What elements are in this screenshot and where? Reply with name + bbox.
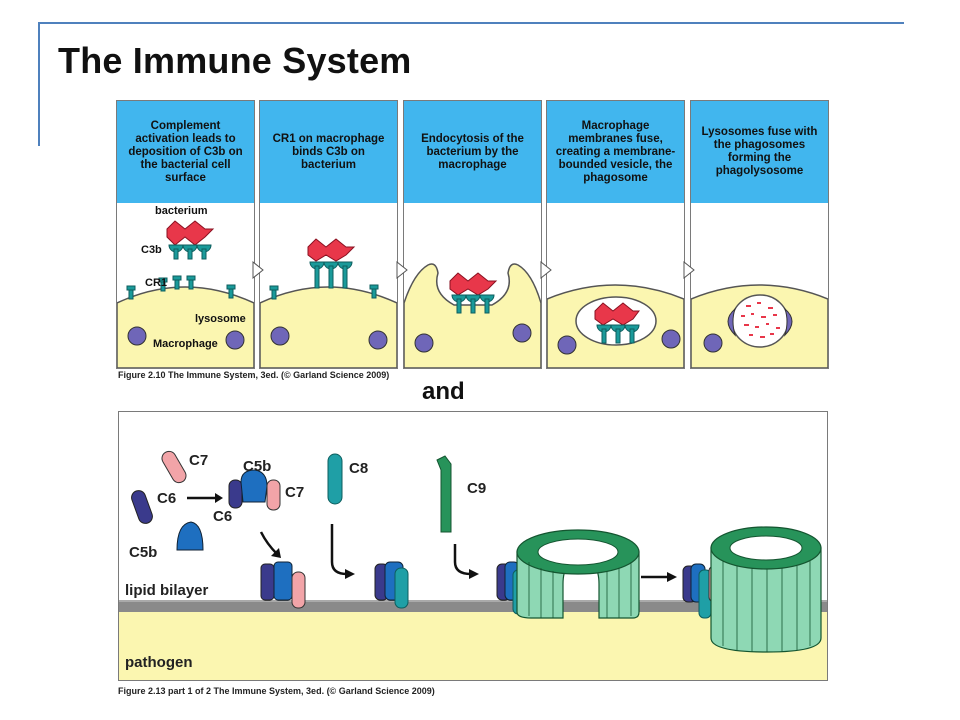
label-c6-free: C6 bbox=[157, 490, 177, 507]
lysosome-dot bbox=[703, 333, 723, 353]
bacterium-shape bbox=[449, 272, 498, 296]
panel-3-heading: Endocytosis of the bacterium by the macr… bbox=[421, 132, 524, 171]
fusing-lysosome-right bbox=[783, 307, 793, 337]
slide-title: The Immune System bbox=[58, 40, 412, 81]
c6-complex bbox=[228, 479, 243, 509]
bacterium-shape bbox=[307, 238, 356, 262]
degraded-bacterium-fragments bbox=[741, 302, 780, 338]
label-c5b-complex: C5b bbox=[243, 458, 272, 475]
panel-4-drawing bbox=[547, 284, 684, 368]
panel-2-drawing bbox=[260, 238, 397, 368]
panel-4: Macrophage membranes fuse, creating a me… bbox=[546, 100, 685, 369]
lysosome-dot bbox=[368, 330, 388, 350]
label-c7-free: C7 bbox=[189, 452, 209, 469]
c6-membrane bbox=[260, 563, 275, 601]
label-macrophage: Macrophage bbox=[153, 338, 218, 350]
c7-complex bbox=[266, 479, 281, 511]
partial-pore-stripes bbox=[528, 562, 632, 618]
panel-5: Lysosomes fuse with the phagosomes formi… bbox=[690, 100, 829, 369]
bacterium-shape bbox=[166, 220, 215, 246]
arrow-head bbox=[667, 572, 677, 582]
c5b-free bbox=[176, 521, 204, 551]
lysosome-dot bbox=[512, 323, 532, 343]
c3b-cr1-complex bbox=[309, 261, 353, 289]
fusing-lysosome-left bbox=[727, 307, 737, 337]
arrow-head bbox=[469, 569, 479, 579]
panel-2-heading: CR1 on macrophage binds C3b on bacterium bbox=[272, 132, 385, 171]
label-bacterium: bacterium bbox=[155, 205, 208, 217]
label-c8: C8 bbox=[349, 460, 369, 477]
decorative-top-rule bbox=[38, 22, 904, 24]
lysosome-dot bbox=[270, 326, 290, 346]
c7-membrane bbox=[291, 571, 306, 609]
panel-1: Complement activation leads to depositio… bbox=[116, 100, 255, 369]
arrow-head bbox=[271, 548, 281, 558]
bacterium-shape bbox=[594, 302, 640, 326]
c6-free bbox=[131, 490, 153, 524]
label-lysosome: lysosome bbox=[195, 313, 246, 325]
lysosome-dot bbox=[661, 329, 681, 349]
c9-free bbox=[436, 455, 452, 533]
panel-arrow-2 bbox=[396, 260, 408, 280]
figure-top-caption: Figure 2.10 The Immune System, 3ed. (© G… bbox=[118, 370, 390, 380]
panel-4-heading: Macrophage membranes fuse, creating a me… bbox=[555, 119, 676, 184]
macrophage-cell bbox=[117, 286, 254, 368]
panel-2: CR1 on macrophage binds C3b on bacterium bbox=[259, 100, 398, 369]
engulfing-macrophage bbox=[404, 263, 541, 368]
c8-free bbox=[327, 453, 343, 505]
panel-2-heading-box: CR1 on macrophage binds C3b on bacterium bbox=[260, 101, 397, 203]
lysosome-dot bbox=[414, 333, 434, 353]
label-c6-complex: C6 bbox=[213, 508, 233, 525]
c7-free bbox=[161, 450, 187, 484]
c5b-membrane bbox=[273, 561, 293, 601]
panel-5-heading: Lysosomes fuse with the phagosomes formi… bbox=[701, 126, 818, 177]
label-lipid-bilayer: lipid bilayer bbox=[125, 582, 209, 599]
c3b-cr1-complex bbox=[451, 294, 495, 314]
label-c9: C9 bbox=[467, 480, 487, 497]
arrow-head bbox=[345, 569, 355, 579]
pathogen-interior bbox=[119, 610, 827, 680]
lipid-bilayer-membrane bbox=[119, 602, 827, 612]
panel-5-heading-box: Lysosomes fuse with the phagosomes formi… bbox=[691, 101, 828, 203]
panel-3-heading-box: Endocytosis of the bacterium by the macr… bbox=[404, 101, 541, 203]
connector-text: and bbox=[422, 378, 465, 405]
panel-1-drawing bbox=[117, 220, 254, 368]
panel-arrow-1 bbox=[252, 260, 264, 280]
c8-c8-stage bbox=[394, 567, 409, 609]
lysosome-dot bbox=[225, 330, 245, 350]
complete-pore-opening bbox=[729, 535, 803, 561]
partial-pore-opening bbox=[537, 538, 619, 566]
label-pathogen: pathogen bbox=[125, 654, 193, 671]
label-c7-complex: C7 bbox=[285, 484, 305, 501]
cr1-receptors bbox=[126, 275, 236, 300]
panel-arrow-3 bbox=[540, 260, 552, 280]
decorative-left-rule bbox=[38, 22, 40, 146]
c3b-cr1-complex bbox=[596, 324, 640, 344]
lysosome-dot bbox=[557, 335, 577, 355]
figure-bottom-caption: Figure 2.13 part 1 of 2 The Immune Syste… bbox=[118, 686, 435, 696]
panel-3-drawing bbox=[404, 263, 541, 368]
bottom-figure: C7 C6 C5b C5b C7 C6 C8 C9 lipid bilayer … bbox=[118, 411, 828, 681]
panel-1-heading: Complement activation leads to depositio… bbox=[128, 119, 243, 184]
panel-3: Endocytosis of the bacterium by the macr… bbox=[403, 100, 542, 369]
cr1-receptors bbox=[269, 284, 379, 300]
label-c3b: C3b bbox=[141, 244, 162, 256]
lysosome-dot bbox=[127, 326, 147, 346]
arrow-head bbox=[215, 493, 223, 503]
panel-1-heading-box: Complement activation leads to depositio… bbox=[117, 101, 254, 203]
mac-assembly-drawing bbox=[119, 450, 827, 680]
c3b-molecules bbox=[168, 244, 212, 260]
panel-arrow-4 bbox=[683, 260, 695, 280]
panel-5-drawing bbox=[691, 284, 828, 368]
label-c5b-free: C5b bbox=[129, 544, 158, 561]
label-cr1: CR1 bbox=[145, 277, 168, 289]
panel-4-heading-box: Macrophage membranes fuse, creating a me… bbox=[547, 101, 684, 203]
complete-pore-stripes bbox=[722, 560, 811, 652]
